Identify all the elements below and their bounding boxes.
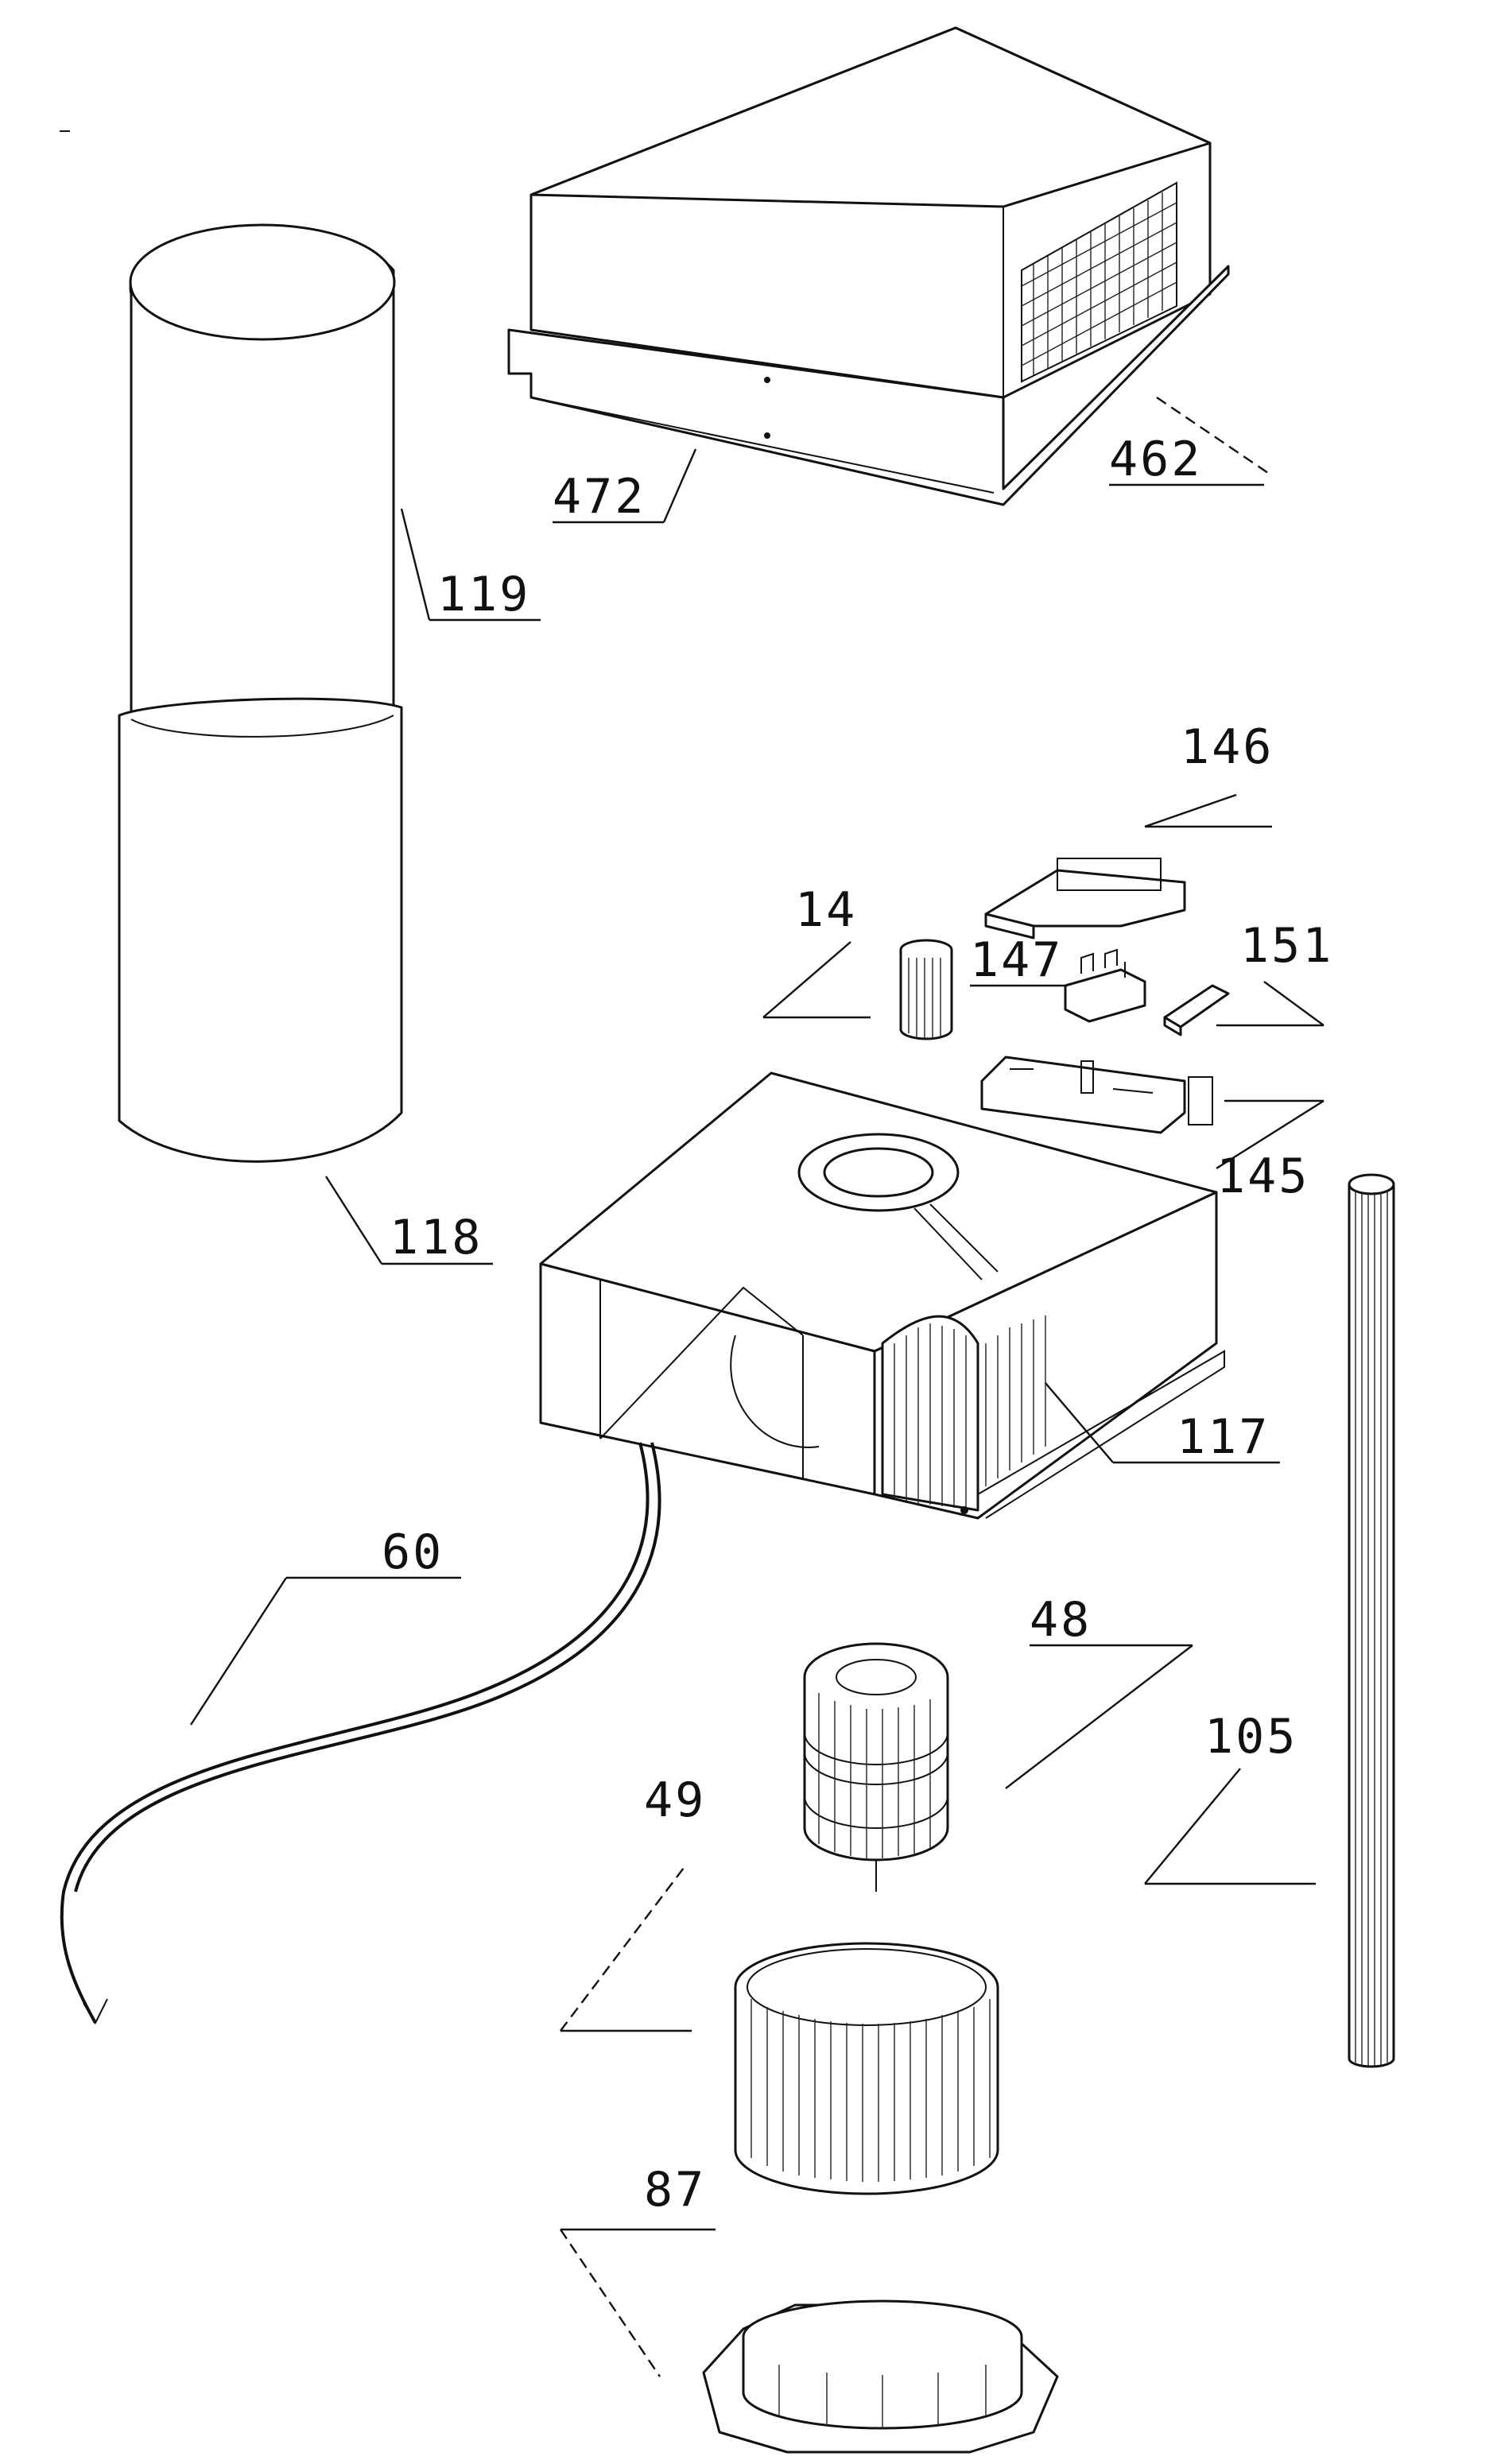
label-power-cable: 60 — [382, 1525, 444, 1580]
label-switch-key: 151 — [1240, 918, 1333, 974]
label-rod: 105 — [1204, 1709, 1297, 1765]
label-upper-tube: 119 — [437, 567, 530, 622]
vent-grille — [1021, 181, 1177, 383]
mounting-rail — [507, 265, 1230, 506]
label-fan-housing: 117 — [1177, 1409, 1270, 1465]
label-motor: 48 — [1030, 1592, 1092, 1648]
fan-housing — [539, 1071, 1225, 1520]
label-mounting-rail: 472 — [553, 469, 646, 525]
control-board — [980, 1056, 1213, 1134]
knob — [899, 939, 953, 1040]
label-flange-ring: 87 — [644, 2162, 706, 2218]
lower-tube — [118, 697, 403, 1163]
filter-cover — [984, 858, 1186, 939]
switch-key — [1163, 984, 1230, 1036]
label-impeller: 49 — [644, 1772, 706, 1828]
label-terminal-block: 147 — [970, 932, 1063, 988]
label-control-board: 145 — [1216, 1149, 1309, 1204]
upper-tube — [129, 223, 396, 721]
impeller — [734, 1942, 999, 2195]
label-filter-cover: 146 — [1181, 719, 1274, 775]
label-lower-tube: 118 — [390, 1210, 483, 1265]
terminal-block — [1064, 948, 1146, 1023]
power-cable — [60, 1442, 661, 2025]
label-hood-cover: 462 — [1109, 432, 1202, 487]
motor — [803, 1642, 949, 1892]
flange-ring — [702, 2299, 1059, 2454]
rod — [1348, 1173, 1395, 2068]
label-knob: 14 — [795, 882, 857, 938]
leader-lines — [60, 130, 1325, 2377]
hood-cover — [507, 26, 1230, 506]
callout-labels: 462 472 119 118 146 14 147 151 145 117 6… — [382, 432, 1333, 2218]
